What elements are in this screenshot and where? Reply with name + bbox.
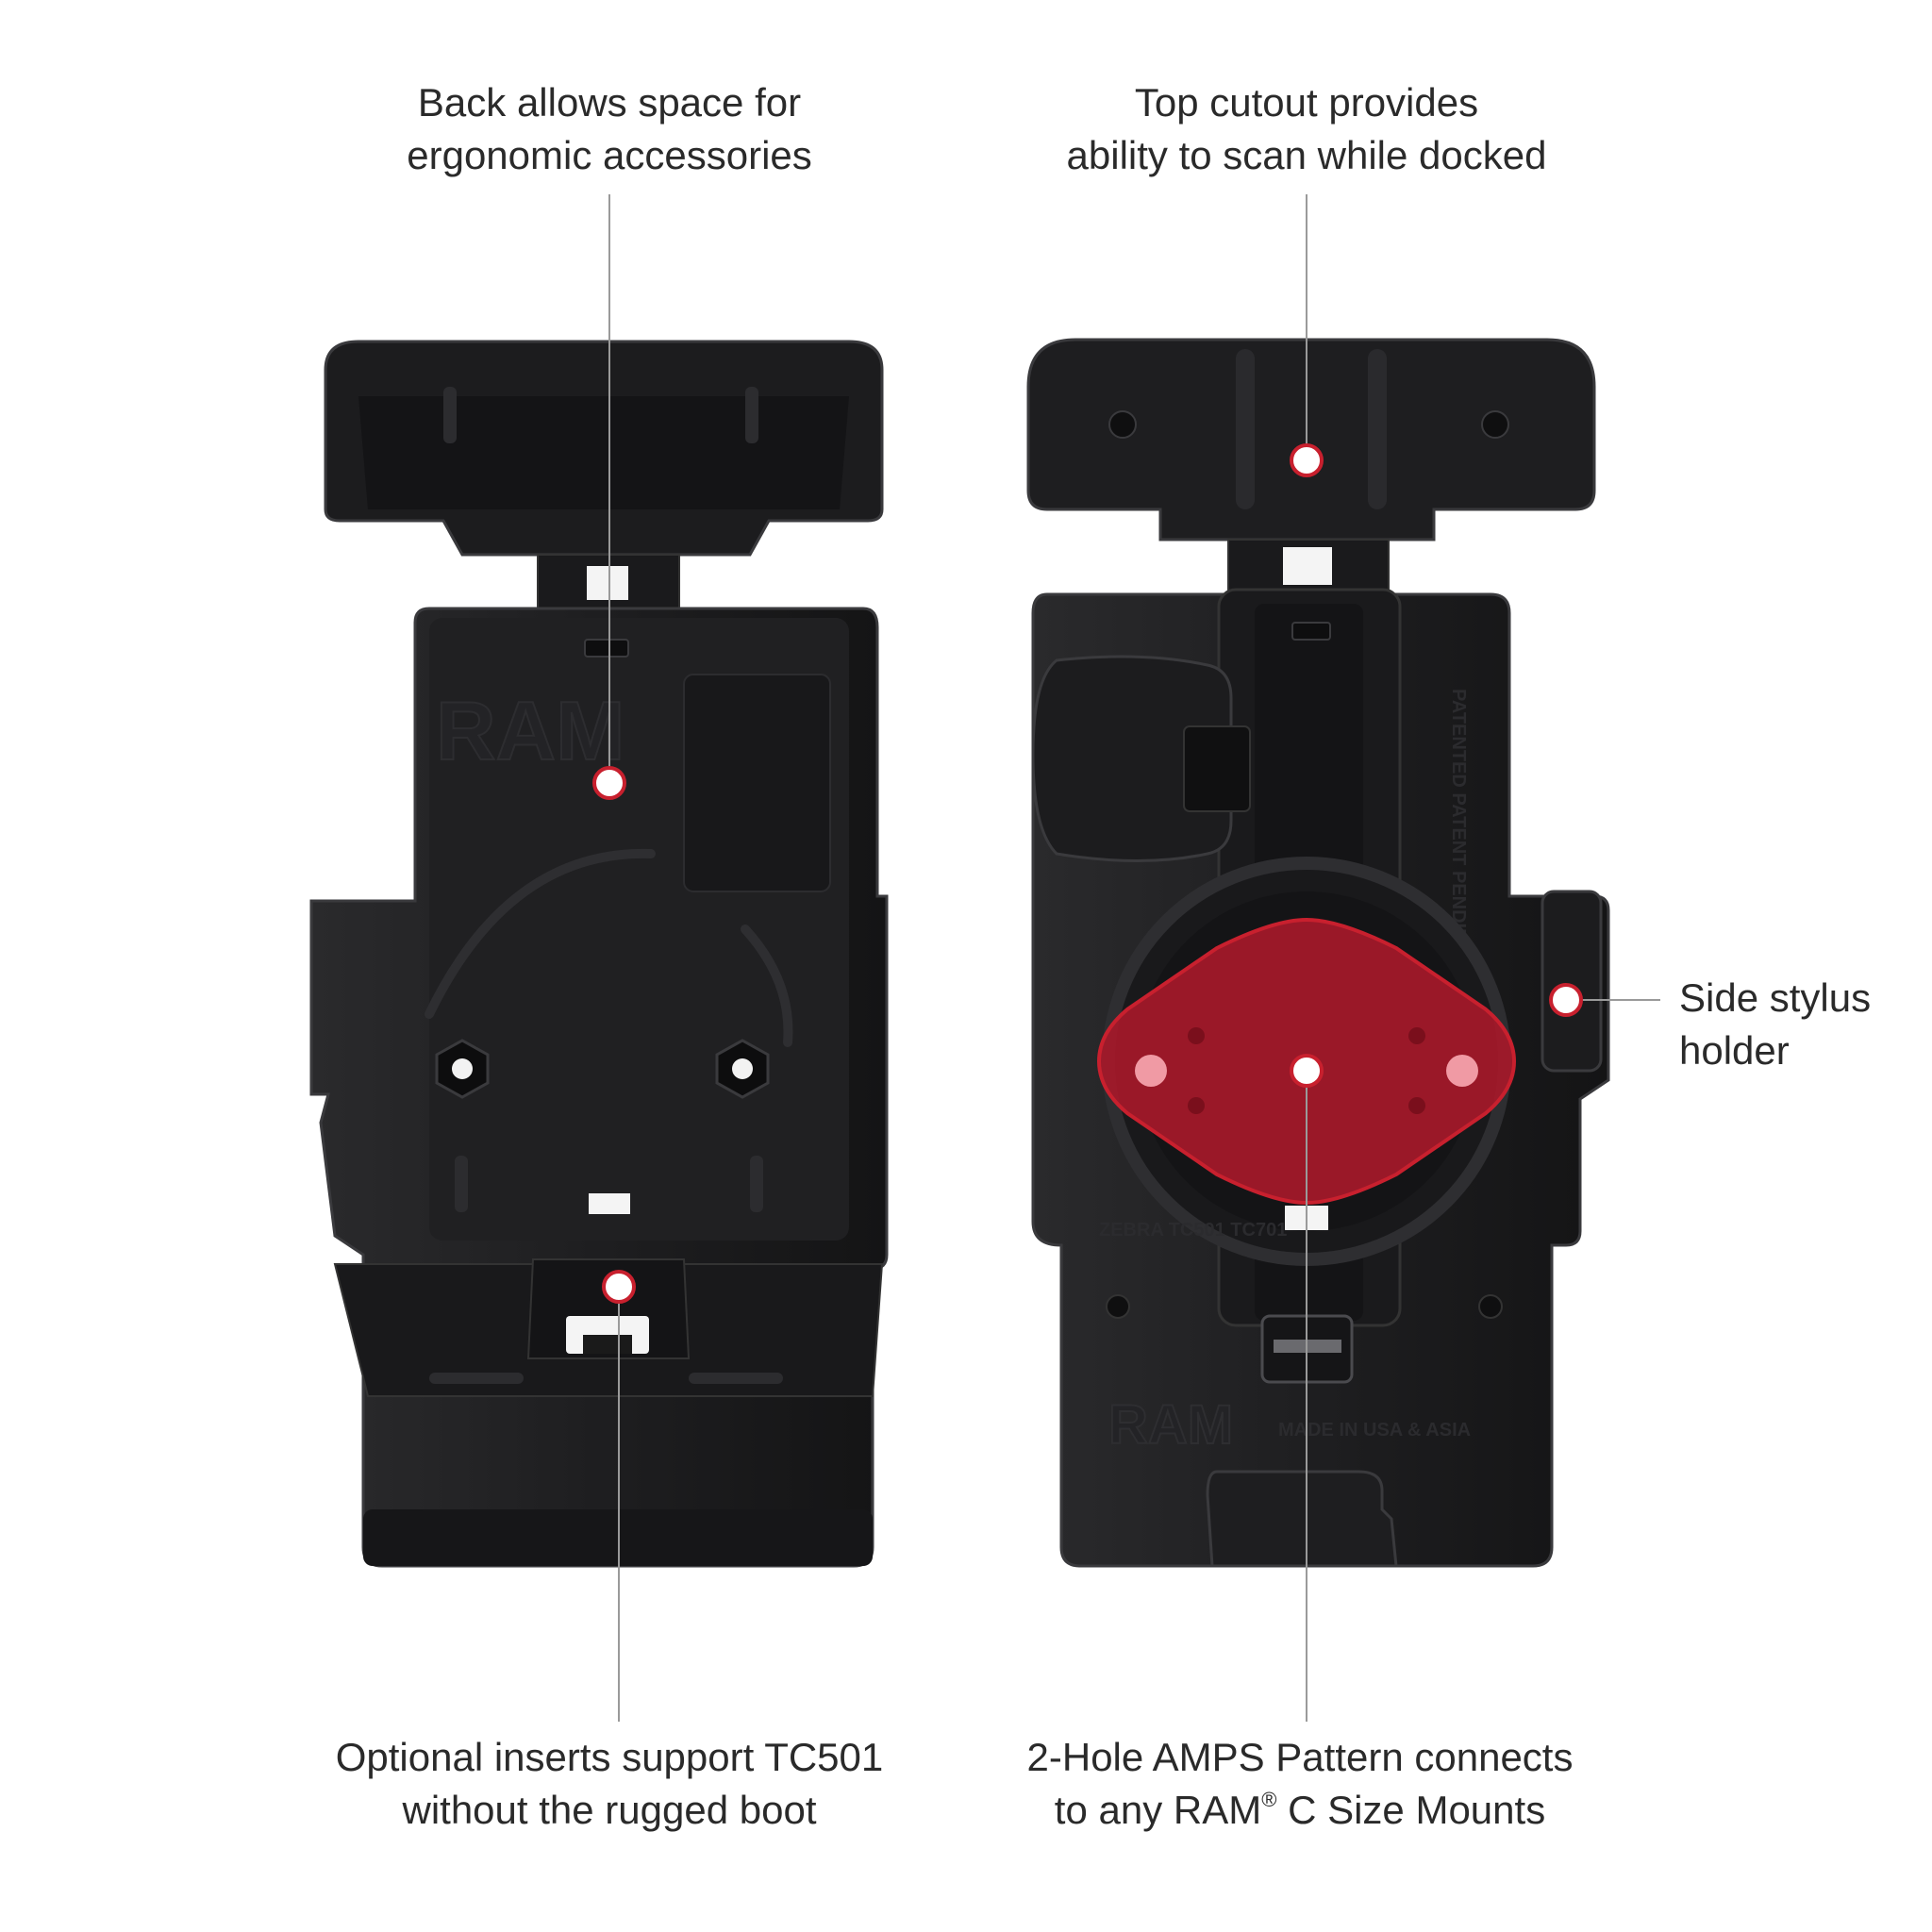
callout-side-line1: Side stylus	[1679, 975, 1872, 1020]
callout-amps-pattern: 2-Hole AMPS Pattern connects to any RAM®…	[1027, 1731, 1574, 1837]
amps-hole-left	[1135, 1055, 1167, 1087]
callout-optional-inserts: Optional inserts support TC501 without t…	[336, 1731, 884, 1837]
right-top-cap	[1026, 338, 1596, 541]
callout-amps-line2a: to any RAM	[1054, 1788, 1262, 1832]
left-hex-nut	[435, 1039, 490, 1099]
callout-top-cutout: Top cutout provides ability to scan whil…	[1067, 76, 1547, 182]
callout-markers	[592, 443, 1583, 1304]
callout-back-space: Back allows space for ergonomic accessor…	[407, 76, 812, 182]
right-cradle-front-view: PATENTED PATENT PENDING RAMMOUNT.COM/IP …	[1026, 338, 1822, 1568]
callout-back-line1: Back allows space for	[417, 80, 802, 125]
amps-hole-right	[1446, 1055, 1478, 1087]
callout-amps-line2: to any RAM® C Size Mounts	[1027, 1784, 1574, 1837]
callout-amps-line2b: C Size Mounts	[1276, 1788, 1546, 1832]
side-stylus-holder	[1541, 890, 1603, 1073]
callout-amps-line1: 2-Hole AMPS Pattern connects	[1026, 1735, 1574, 1779]
marker-amps	[1290, 1054, 1324, 1088]
leader-lines	[608, 194, 1660, 1722]
callout-inserts-line2: without the rugged boot	[402, 1788, 817, 1832]
callout-side-stylus: Side stylus holder	[1679, 972, 1871, 1077]
registered-mark: ®	[1261, 1788, 1277, 1811]
marker-top	[1290, 443, 1324, 477]
callout-side-line2: holder	[1679, 1028, 1790, 1073]
callout-top-line2: ability to scan while docked	[1066, 133, 1547, 177]
marker-inserts	[602, 1270, 636, 1304]
marker-side	[1549, 983, 1583, 1017]
left-ram-logo: RAM	[436, 684, 625, 777]
right-ram-logo: RAM	[1108, 1394, 1233, 1456]
made-in-marking: MADE IN USA & ASIA	[1278, 1420, 1471, 1441]
callout-back-line2: ergonomic accessories	[407, 133, 812, 177]
marker-back	[592, 766, 626, 800]
cable-boot	[1206, 1470, 1398, 1568]
callout-top-line1: Top cutout provides	[1134, 80, 1479, 125]
model-marking: ZEBRA TC501 TC701	[1099, 1220, 1287, 1241]
right-hex-nut	[715, 1039, 770, 1099]
left-cradle-back-view: RAM	[309, 340, 889, 1568]
side-knob	[1031, 655, 1233, 862]
callout-inserts-line1: Optional inserts support TC501	[335, 1735, 884, 1779]
